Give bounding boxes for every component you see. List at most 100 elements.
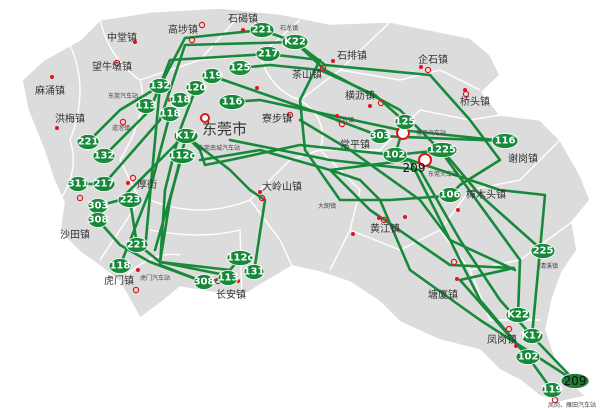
route-number: 118 [170,95,191,106]
bus-station-icon [132,286,140,294]
bus-station-icon [198,21,206,29]
route-badge[interactable]: K22 [505,307,531,323]
route-badge[interactable]: 308 [87,212,109,228]
route-badge[interactable]: 1225 [426,142,458,158]
route-badge[interactable]: 311 [68,176,89,192]
route-badge[interactable]: 225 [530,243,556,259]
route-badge[interactable]: 221 [125,237,149,253]
town-marker-icon [368,104,372,108]
badge-background [515,349,541,365]
route-badge[interactable]: 119 [202,68,223,84]
route-badge[interactable]: 131 [244,264,265,280]
badge-background [281,34,309,50]
town-label: 东莞汽车站 [108,92,138,100]
route-badge[interactable]: 112c [226,250,254,266]
route-line [153,154,184,252]
badge-background [255,46,281,62]
route-badges: 221K22217125119120116132118113118K17112c… [68,22,590,398]
route-badge[interactable]: 112c [169,148,196,164]
town-label: 谢岗镇 [508,152,538,165]
town-label: 横沥镇 [345,89,375,102]
route-badge[interactable]: K17 [520,328,544,344]
badge-background [426,142,458,158]
station-icon [418,153,432,167]
bus-station-icon [76,194,84,202]
route-number: 118 [160,109,181,120]
bus-station-icon [113,59,121,67]
route-badge[interactable]: K22 [281,34,309,50]
bus-station-icon [319,64,327,72]
route-badge[interactable]: 106 [438,187,462,203]
route-badge[interactable]: 125 [395,114,416,130]
badge-background [117,192,143,208]
route-number: 221 [252,25,273,36]
route-badge[interactable]: 113 [217,270,239,286]
badge-background [217,270,239,286]
route-badge[interactable]: 132 [92,148,116,164]
route-number: 119 [542,385,563,396]
town-marker-icon [351,232,355,236]
route-number: 217 [94,179,115,190]
route-badge[interactable]: 221 [249,22,275,38]
route-badge[interactable]: 119 [542,382,563,398]
town-label: 黄江镇 [370,222,400,235]
town-label: 东莞市 [202,120,247,138]
route-number: 217 [258,49,279,60]
route-number: 311 [68,179,89,190]
bus-station-icon [286,111,294,119]
route-badge[interactable]: 102 [515,349,541,365]
route-badge[interactable]: K17 [173,128,199,144]
route-number: 102 [518,352,539,363]
route-badge[interactable]: 209 [560,373,590,389]
bus-station-icon [338,120,346,128]
town-label: 凤岗镇 [487,333,517,346]
route-badge[interactable]: 118 [108,258,132,274]
route-badge[interactable]: 116 [491,133,519,149]
badge-background [228,60,252,76]
badge-background [491,133,519,149]
badge-background [560,373,590,389]
route-badge[interactable]: 217 [255,46,281,62]
town-label: 沙田镇 [60,228,90,241]
town-marker-icon [133,40,137,44]
town-label: 长安镇 [216,288,246,301]
route-line [328,168,530,359]
town-marker-icon [419,65,423,69]
route-number: 112c [227,253,254,264]
route-badge[interactable]: 209 [403,161,426,175]
route-badge[interactable]: 223 [117,192,143,208]
town-marker-icon [255,86,259,90]
bus-station-icon [377,99,385,107]
route-number: K17 [175,131,197,142]
route-badge[interactable]: 118 [170,92,191,108]
route-badge[interactable]: 303 [370,128,391,144]
route-badge[interactable]: 303 [88,198,109,214]
town-label: 厚街 [137,178,157,191]
route-number: K22 [507,310,529,321]
badge-background [148,78,172,94]
route-badge[interactable]: 102 [382,147,408,163]
route-badge[interactable]: 113 [136,98,157,114]
badge-background [87,212,109,228]
route-badge[interactable]: 125 [228,60,252,76]
route-badge[interactable]: 120 [186,80,207,96]
route-badge[interactable]: 116 [218,94,246,110]
badge-background [249,22,275,38]
town-label: 麻涌镇 [35,84,65,97]
badge-background [226,250,254,266]
town-label: 虎门汽车站 [140,274,170,282]
town-marker-icon [377,216,381,220]
route-badge[interactable]: 308 [194,274,215,290]
route-badge[interactable]: 132 [148,78,172,94]
town-label: 石龙镇 [280,24,298,32]
route-badge[interactable]: 217 [92,176,116,192]
bus-station-icon [188,36,196,44]
town-label: 望牛墩镇 [92,60,132,73]
route-number: 125 [230,63,251,74]
route-badge[interactable]: 118 [160,106,181,122]
town-marker-icon [50,75,54,79]
badge-background [92,148,116,164]
route-badge[interactable]: 221 [76,134,100,150]
route-number: 209 [403,161,426,175]
